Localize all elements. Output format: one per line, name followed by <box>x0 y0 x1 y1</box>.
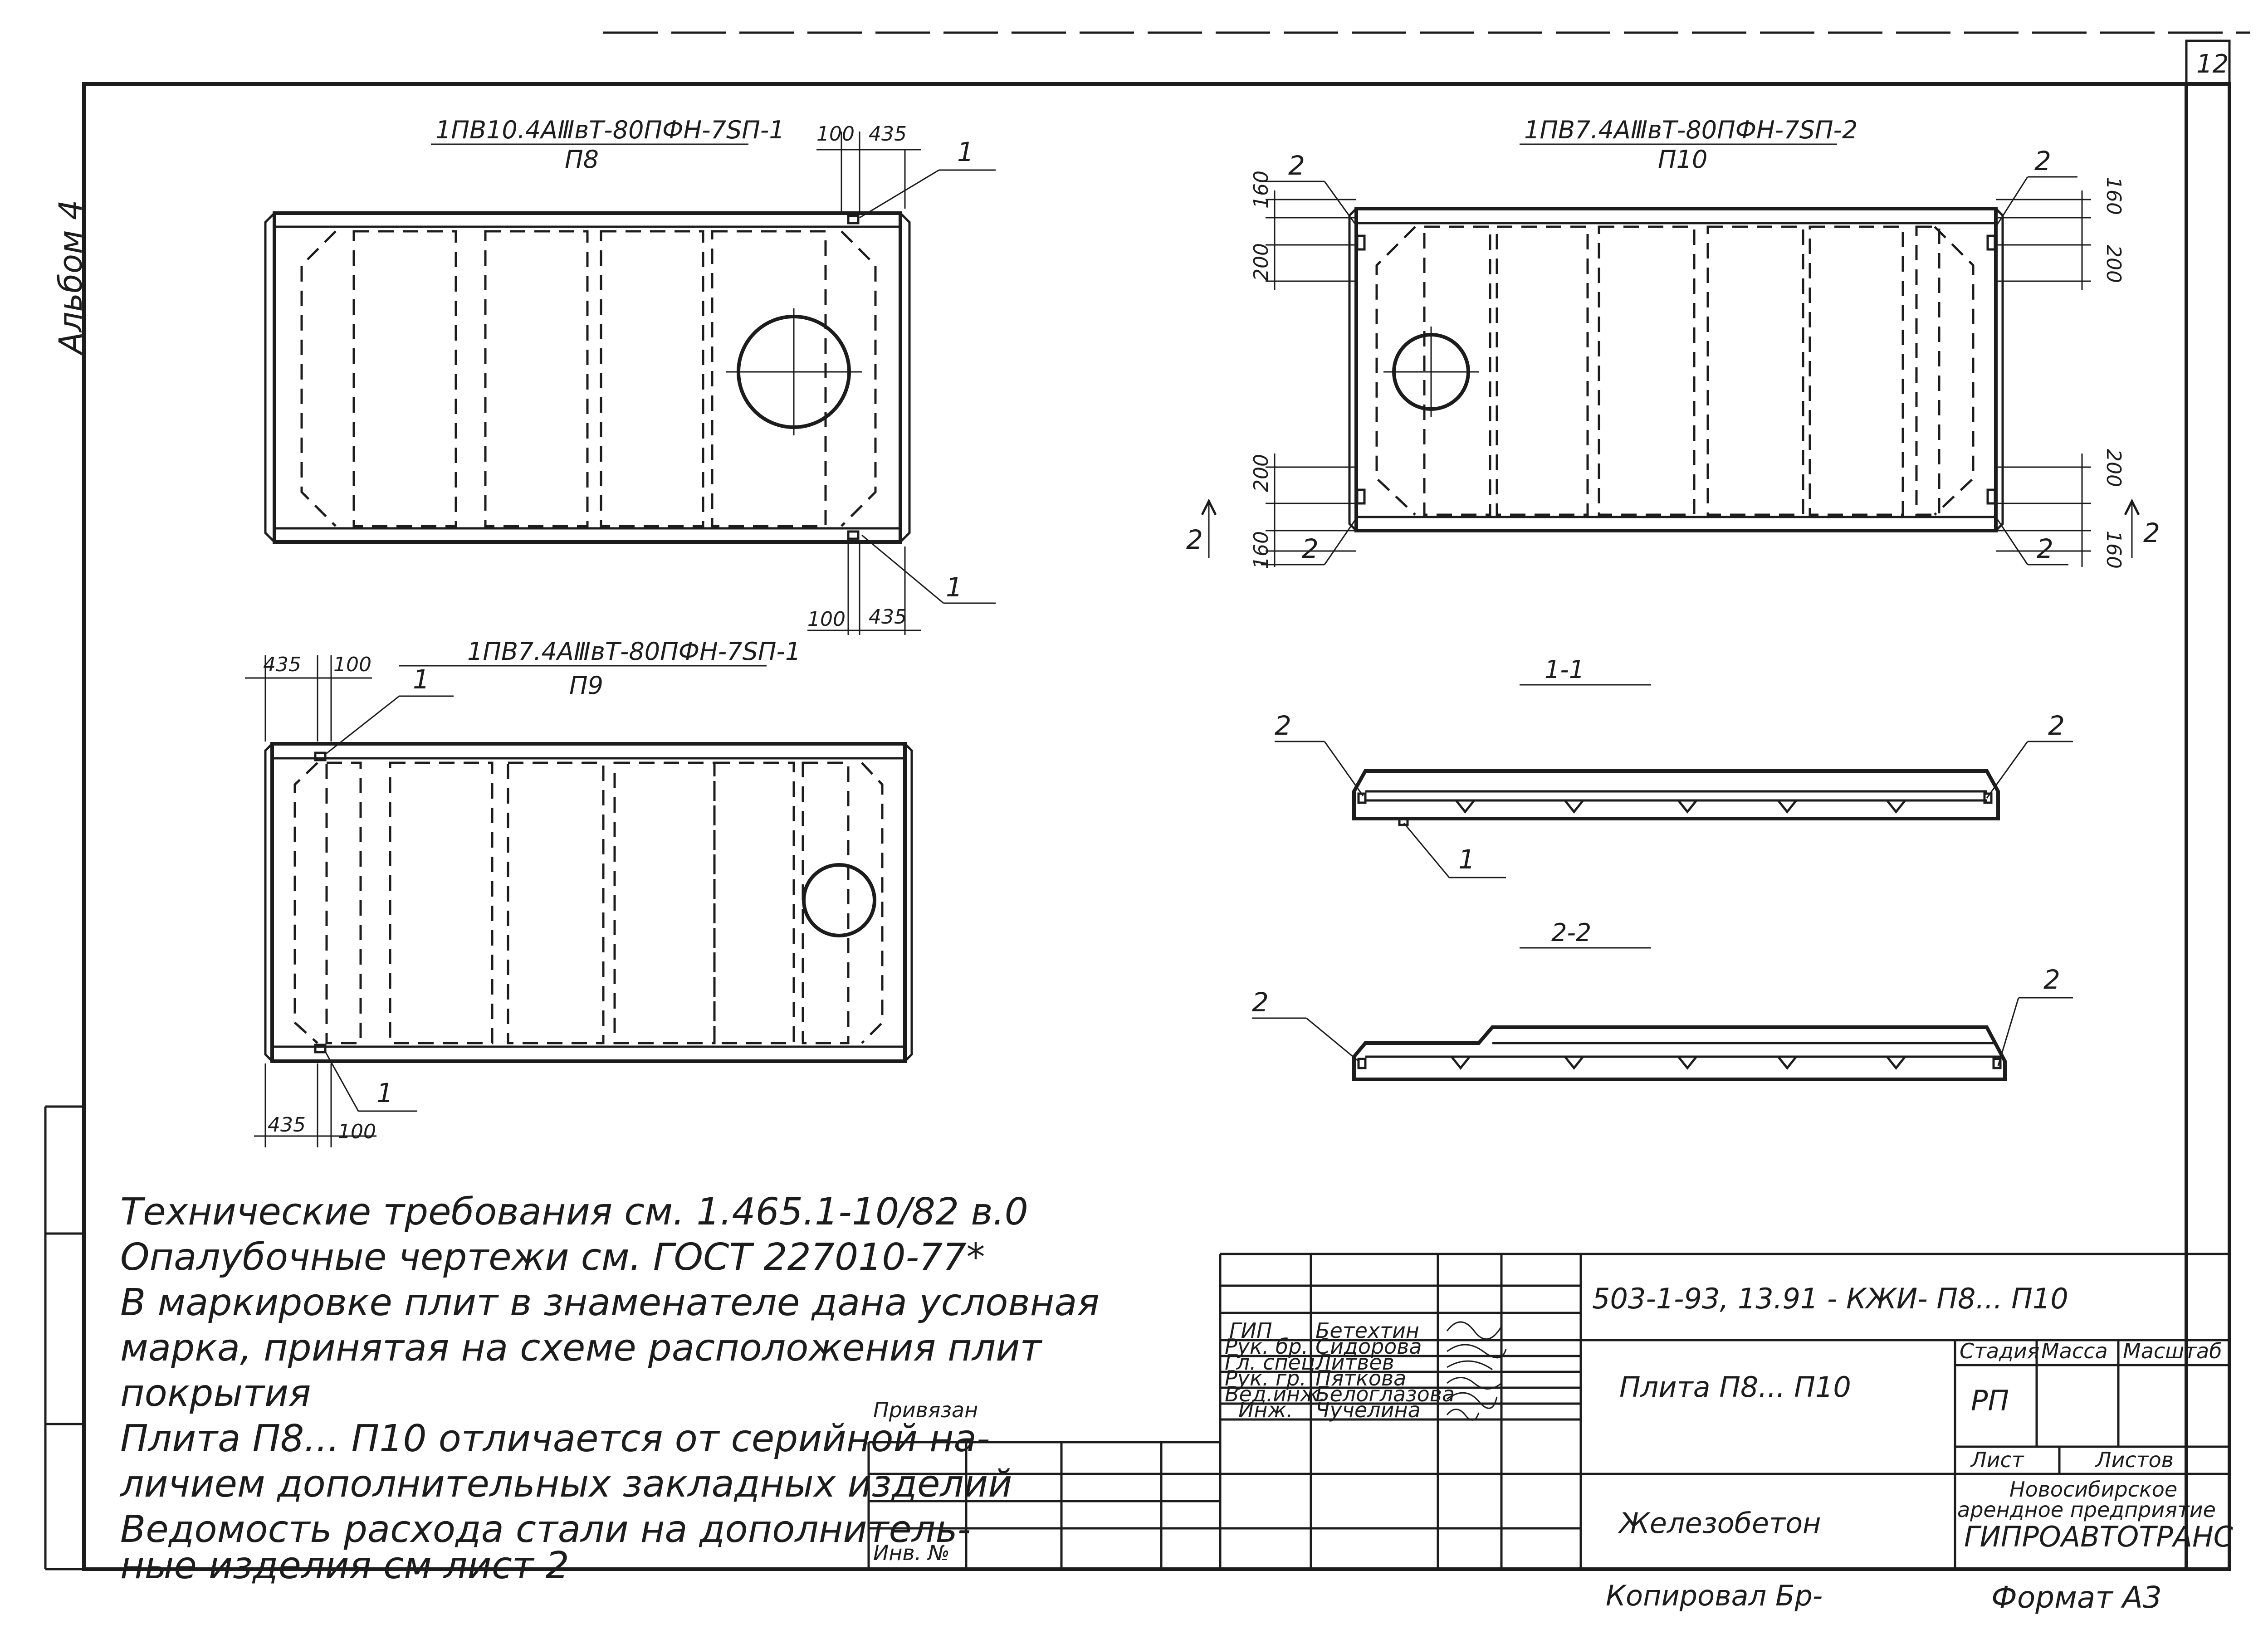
stage-value: РП <box>1971 1384 2009 1417</box>
plan-view-p8: 1ПВ10.4АⅢвТ-80ПФН-7SП-1 П8 100 435 1 <box>264 116 996 635</box>
section-1-1-callout-bottom: 1 <box>1458 844 1475 875</box>
org-line-1: Новосибирское <box>2009 1477 2177 1502</box>
signatures <box>1446 1321 1507 1421</box>
p10-dim-right-4: 160 <box>2102 531 2125 569</box>
p10-dim-left-2: 200 <box>1250 243 1273 281</box>
section-2-2-callout-right: 2 <box>2043 964 2060 995</box>
p10-dim-right-2: 200 <box>2102 245 2125 283</box>
p8-name: П8 <box>565 145 599 174</box>
note-9: ные изделия см лист 2 <box>120 1544 569 1587</box>
p9-mark: 1ПВ7.4АⅢвТ-80ПФН-7SП-1 <box>467 637 801 666</box>
notes-block: Технические требования см. 1.465.1-10/82… <box>119 1190 1100 1587</box>
name-6: Чучелина <box>1315 1398 1421 1422</box>
p10-dim-right-1: 160 <box>2102 177 2125 215</box>
header-scale: Масштаб <box>2123 1339 2222 1363</box>
inv-no-label: Инв. № <box>873 1541 950 1565</box>
p10-section-mark-left: 2 <box>1186 524 1203 555</box>
role-4: Рук. гр. <box>1225 1366 1306 1390</box>
material: Железобетон <box>1618 1507 1821 1540</box>
p10-mark: 1ПВ7.4АⅢвТ-80ПФН-7SП-2 <box>1524 116 1857 144</box>
p8-dim-bottom-a: 100 <box>807 608 846 631</box>
section-1-1: 1-1 2 2 1 <box>1275 655 2073 878</box>
p9-callout-top: 1 <box>413 664 430 695</box>
p8-mark: 1ПВ10.4АⅢвТ-80ПФН-7SП-1 <box>435 116 785 144</box>
name-2: Сидорова <box>1315 1334 1422 1359</box>
note-5: покрытия <box>120 1372 311 1415</box>
p8-callout-bottom: 1 <box>946 572 963 603</box>
name-5: Белоглазова <box>1315 1382 1455 1406</box>
p9-dim-bottom-b: 100 <box>338 1120 376 1143</box>
p9-name: П9 <box>569 671 603 700</box>
name-1: Бетехтин <box>1315 1318 1419 1343</box>
p10-callout-tr: 2 <box>2034 146 2051 176</box>
note-1: Технические требования см. 1.465.1-10/82… <box>120 1190 1028 1234</box>
p10-dim-left-1: 160 <box>1250 171 1273 209</box>
note-7: личием дополнительных закладных изделий <box>119 1463 1012 1506</box>
title-block: Привязан Инв. № ГИП Бетехтин Рук. бр. Си… <box>867 1253 2234 1569</box>
doc-code: 503-1-93, 13.91 - КЖИ- П8... П10 <box>1592 1282 2068 1315</box>
p8-dim-top-a: 100 <box>816 122 855 146</box>
note-8: Ведомость расхода стали на дополнитель- <box>120 1508 971 1551</box>
p8-callout-top: 1 <box>957 137 974 167</box>
format-label: Формат А3 <box>1991 1580 2162 1615</box>
sheet-frame <box>44 31 2250 1571</box>
p9-dim-top-b: 100 <box>333 653 371 676</box>
p10-callout-br: 2 <box>2037 533 2053 564</box>
role-3: Гл. спец. <box>1225 1350 1322 1375</box>
header-mass: Масса <box>2041 1339 2108 1363</box>
item-name: Плита П8... П10 <box>1619 1371 1851 1404</box>
org-line-2: арендное предприятие <box>1957 1497 2216 1522</box>
plan-view-p9: 1ПВ7.4АⅢвТ-80ПФН-7SП-1 П9 435 100 1 <box>245 637 913 1147</box>
p8-dim-bottom-b: 435 <box>869 605 907 629</box>
p9-callout-bottom: 1 <box>376 1078 393 1108</box>
p9-dim-top-a: 435 <box>263 653 301 676</box>
role-1: ГИП <box>1229 1318 1272 1343</box>
note-6: Плита П8... П10 отличается от серийной н… <box>120 1417 990 1460</box>
note-3: В маркировке плит в знаменателе дана усл… <box>120 1281 1100 1324</box>
p10-dim-left-3: 200 <box>1250 454 1273 492</box>
sheet-number: 12 <box>2196 49 2229 79</box>
role-5: Вед.инж. <box>1225 1382 1325 1406</box>
section-1-1-callout-left: 2 <box>1275 710 1291 741</box>
header-stage: Стадия <box>1960 1339 2039 1363</box>
p8-dim-top-b: 435 <box>869 122 907 146</box>
role-6: Инж. <box>1238 1398 1293 1422</box>
section-2-2: 2-2 2 2 <box>1252 918 2073 1081</box>
section-2-2-title: 2-2 <box>1551 918 1591 947</box>
header-sheets: Листов <box>2095 1448 2174 1472</box>
copied-by: Копировал Бр- <box>1606 1579 1823 1612</box>
album-label: Альбом 4 <box>52 200 89 356</box>
name-4: Пяткова <box>1315 1366 1406 1390</box>
role-2: Рук. бр. <box>1225 1334 1308 1359</box>
section-1-1-title: 1-1 <box>1545 655 1584 684</box>
p10-callout-bl: 2 <box>1302 533 1319 564</box>
section-2-2-callout-left: 2 <box>1252 987 1269 1018</box>
p10-dim-right-3: 200 <box>2102 449 2125 487</box>
name-3: Литвев <box>1315 1350 1394 1375</box>
p10-dim-left-4: 160 <box>1250 531 1273 569</box>
p10-name: П10 <box>1658 145 1707 174</box>
note-2: Опалубочные чертежи см. ГОСТ 227010-77* <box>120 1236 985 1279</box>
note-4: марка, принятая на схеме расположения пл… <box>120 1327 1042 1370</box>
p10-section-mark-right: 2 <box>2143 517 2160 548</box>
p10-callout-tl: 2 <box>1288 150 1305 181</box>
section-1-1-callout-right: 2 <box>2048 710 2065 741</box>
privyazan-label: Привязан <box>873 1398 978 1422</box>
header-sheet: Лист <box>1970 1448 2024 1472</box>
p9-dim-bottom-a: 435 <box>268 1113 306 1136</box>
plan-view-p10: 1ПВ7.4АⅢвТ-80ПФН-7SП-2 П10 160 200 <box>1186 116 2160 569</box>
org-line-3: ГИПРОАВТОТРАНС <box>1964 1520 2234 1553</box>
